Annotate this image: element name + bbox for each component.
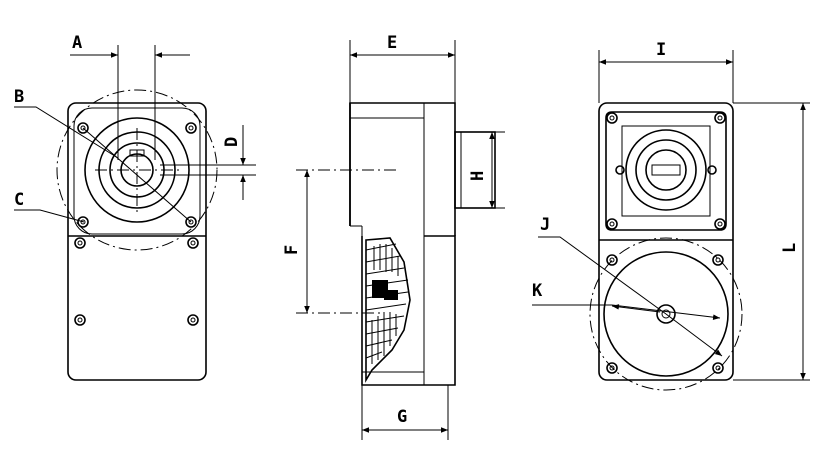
- label-e: E: [387, 33, 397, 53]
- front-diagonal: [82, 127, 192, 223]
- rear-lower-holes: [606, 254, 724, 374]
- rear-ring-outer: [625, 129, 707, 211]
- label-f: F: [282, 245, 302, 255]
- rear-ring-inner: [645, 149, 687, 191]
- leader-j: [538, 236, 667, 315]
- front-ring-outer: [84, 117, 190, 223]
- side-output-flange: [454, 131, 496, 209]
- front-body-outline: [67, 102, 207, 381]
- rear-body-outline: [598, 102, 734, 381]
- side-view: E F G H: [282, 33, 505, 440]
- front-lower-holes: [74, 237, 199, 326]
- front-flange: [73, 107, 201, 235]
- label-k: K: [532, 281, 543, 301]
- rear-motor-disc: [603, 251, 729, 377]
- rear-keyway: [651, 164, 681, 176]
- label-a: A: [72, 33, 82, 53]
- rear-pitch-circle: [589, 237, 743, 391]
- front-pitch-circle: [56, 89, 218, 251]
- side-gear-cutaway: [365, 237, 411, 383]
- rear-motor-shaft: [656, 304, 676, 324]
- leader-b: [14, 106, 119, 159]
- front-corner-holes: [77, 122, 197, 228]
- rear-ring-mid: [635, 139, 697, 201]
- label-g: G: [397, 407, 407, 427]
- label-h: H: [468, 171, 488, 181]
- side-lower-housing: [361, 235, 456, 386]
- front-view: A B C D: [14, 33, 256, 381]
- leader-c: [14, 209, 85, 223]
- rear-view: I J K L: [532, 40, 810, 391]
- label-b: B: [14, 87, 24, 107]
- label-l: L: [780, 243, 800, 253]
- label-i: I: [656, 40, 666, 60]
- label-c: C: [14, 190, 24, 210]
- label-d: D: [222, 137, 242, 147]
- rear-upper-flange: [605, 111, 727, 231]
- label-j: J: [540, 215, 550, 235]
- rear-upper-holes: [606, 112, 726, 230]
